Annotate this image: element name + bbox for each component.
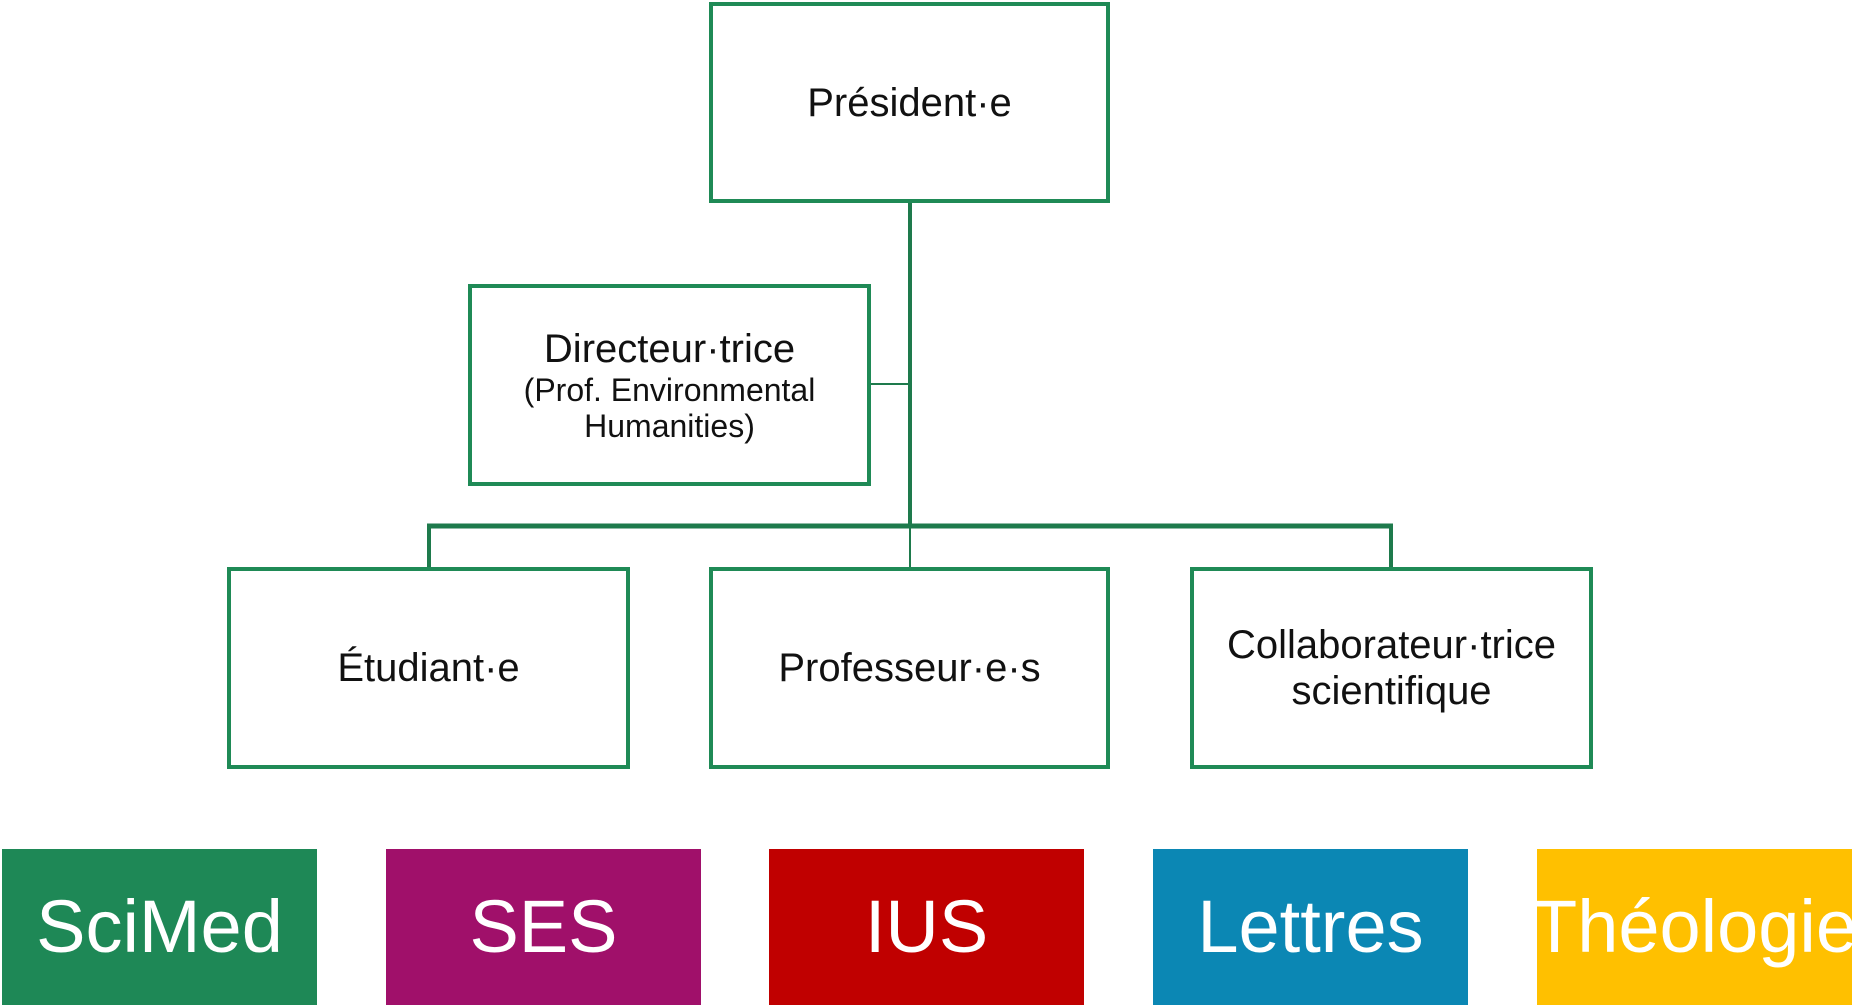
faculty-tile-ius: IUS [769,849,1084,1005]
faculty-label-ses: SES [469,885,618,968]
president-label: Président·e [807,80,1012,125]
faculty-tile-ses: SES [386,849,701,1005]
faculty-label-lettres: Lettres [1197,885,1424,968]
director-sublabel: (Prof. Environmental Humanities) [523,372,816,444]
member-box-professeurs: Professeur·e·s [709,567,1110,769]
director-label: Directeur·trice [543,327,796,371]
director-box: Directeur·trice (Prof. Environmental Hum… [468,284,871,486]
member-box-etudiant: Étudiant·e [227,567,630,769]
faculty-label-scimed: SciMed [36,885,283,968]
member-label-professeurs: Professeur·e·s [778,646,1041,690]
president-box: Président·e [709,2,1110,203]
member-box-collaborateur: Collaborateur·trice scientifique [1190,567,1593,769]
faculty-label-theologie: Théologie [1537,885,1852,968]
faculty-label-ius: IUS [864,885,989,968]
member-label-collaborateur: Collaborateur·trice scientifique [1226,623,1557,713]
faculty-tile-lettres: Lettres [1153,849,1468,1005]
faculty-tile-scimed: SciMed [2,849,317,1005]
member-label-etudiant: Étudiant·e [337,646,520,690]
faculty-tile-theologie: Théologie [1537,849,1852,1005]
